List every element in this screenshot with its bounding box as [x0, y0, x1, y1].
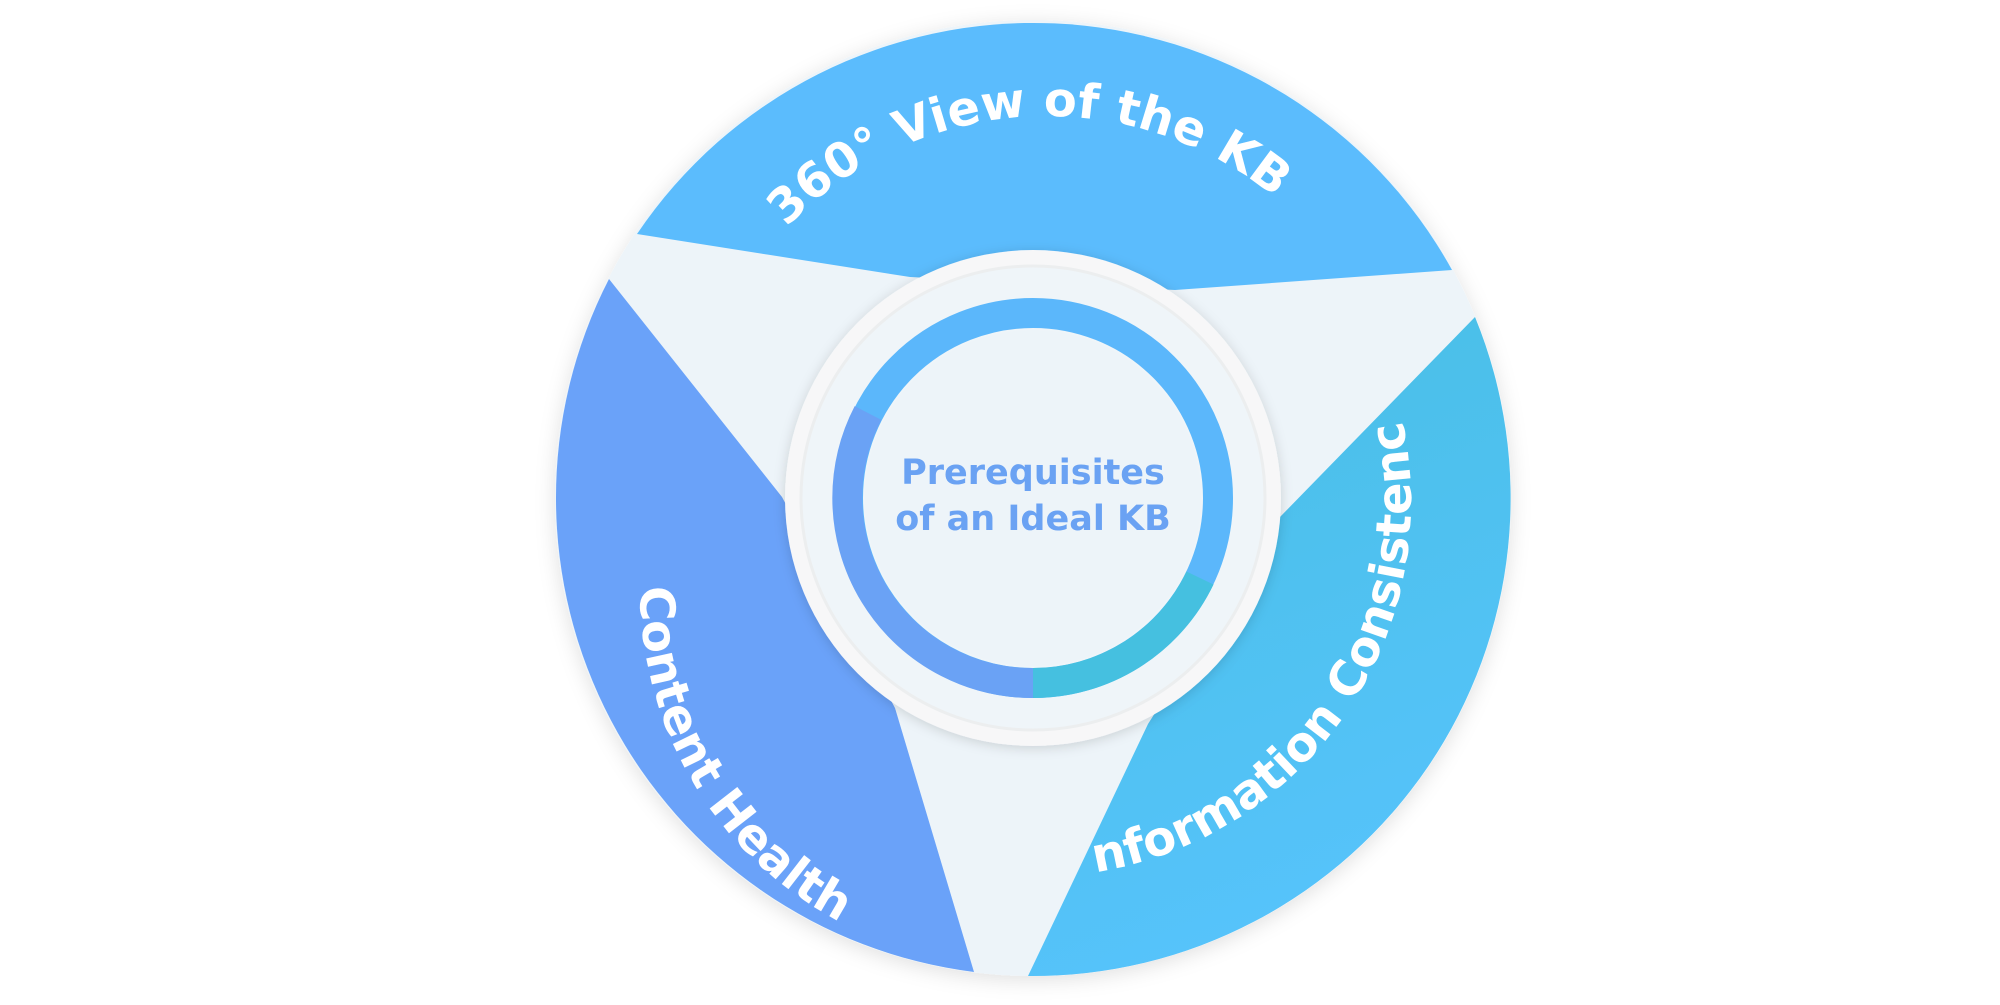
- ring-arc-bottom-right: [1032, 571, 1214, 699]
- center-title-line2: of an Ideal KB: [895, 499, 1171, 539]
- ring-arc-left: [832, 406, 1034, 699]
- center-title-line1: Prerequisites: [901, 453, 1165, 493]
- segment-right: [1028, 317, 1511, 977]
- inner-disc: [865, 330, 1201, 666]
- segment-left: [555, 279, 974, 972]
- segment-top: [637, 22, 1452, 290]
